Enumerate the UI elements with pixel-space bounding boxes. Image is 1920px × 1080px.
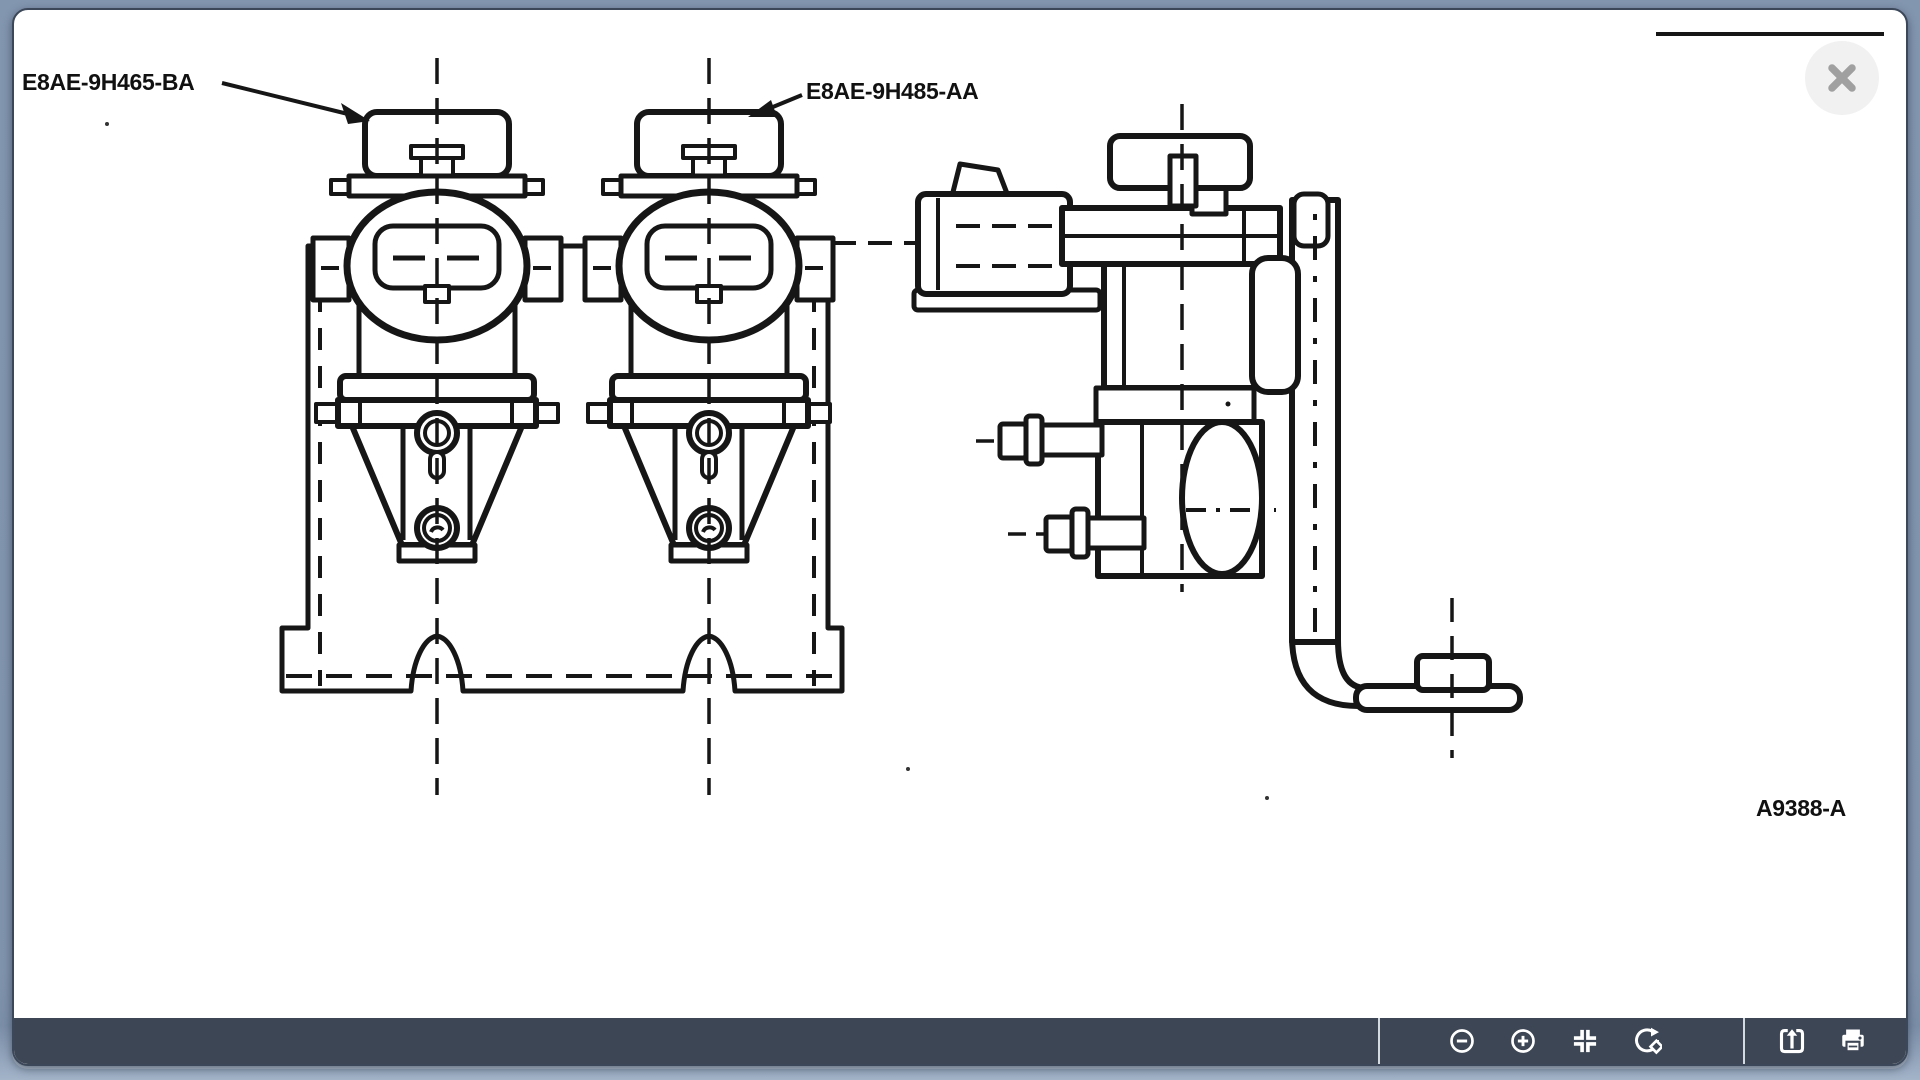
fit-to-screen-button[interactable]: [1561, 1018, 1609, 1064]
print-button[interactable]: [1829, 1018, 1877, 1064]
compress-icon: [1573, 1029, 1597, 1053]
export-icon: [1779, 1028, 1805, 1054]
zoom-in-icon: [1511, 1029, 1535, 1053]
close-button[interactable]: [1805, 41, 1879, 115]
viewer-toolbar: [14, 1018, 1906, 1064]
image-viewer-canvas: [12, 8, 1908, 1066]
toolbar-divider: [1378, 1018, 1380, 1064]
print-icon: [1842, 1029, 1864, 1053]
export-button[interactable]: [1768, 1018, 1816, 1064]
toolbar-divider: [1743, 1018, 1745, 1064]
zoom-out-button[interactable]: [1438, 1018, 1486, 1064]
rotate-button[interactable]: [1623, 1018, 1671, 1064]
zoom-out-icon: [1450, 1029, 1474, 1053]
rotate-icon: [1635, 1027, 1662, 1055]
zoom-in-button[interactable]: [1499, 1018, 1547, 1064]
x-icon: [1828, 64, 1856, 92]
